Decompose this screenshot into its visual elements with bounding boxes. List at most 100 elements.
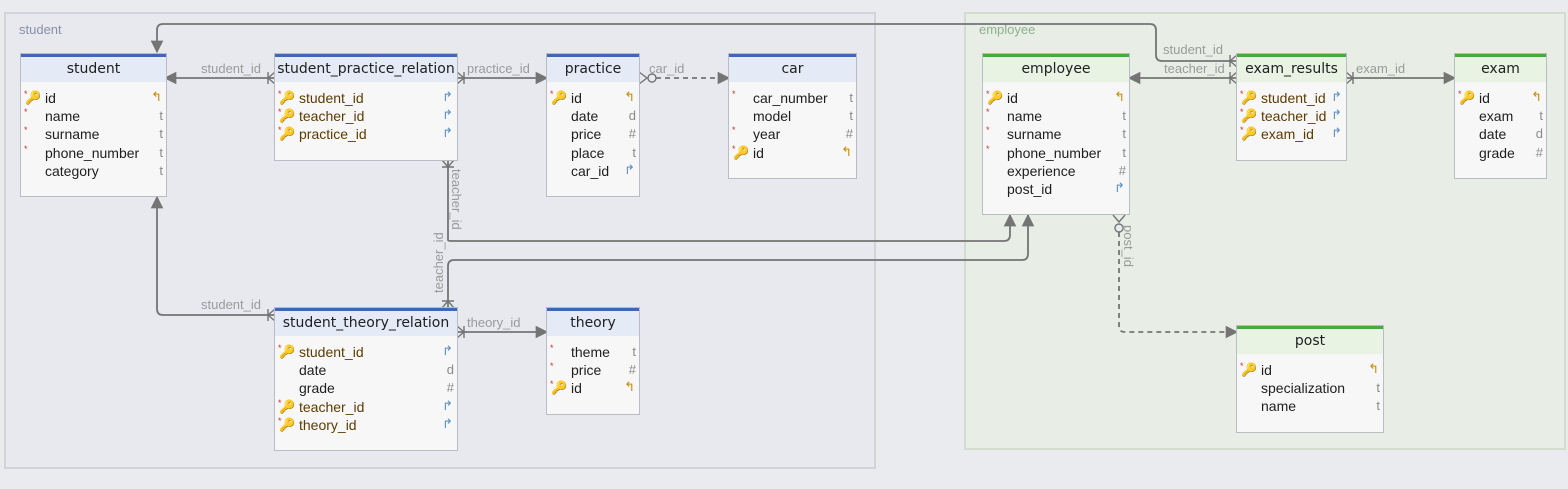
- column-row[interactable]: *🔑id↰: [983, 89, 1129, 107]
- type-indicator: d: [446, 362, 454, 378]
- column-name: year: [753, 126, 781, 143]
- column-row[interactable]: *🔑teacher_id↱: [275, 398, 457, 416]
- type-indicator: #: [1118, 162, 1126, 178]
- column-row[interactable]: *🔑id↰: [729, 144, 856, 162]
- foreign-key-ref-icon: ↱: [442, 89, 453, 104]
- key-icon: 🔑: [279, 90, 296, 105]
- column-name: surname: [45, 126, 100, 143]
- key-icon: 🔑: [551, 90, 568, 105]
- rel-label-exam-results-teacher: teacher_id: [1164, 61, 1225, 76]
- column-row[interactable]: *🔑id↰: [547, 89, 639, 107]
- key-icon: 🔑: [1241, 126, 1258, 142]
- column-row[interactable]: post_id↱: [983, 180, 1129, 198]
- foreign-key-ref-icon: ↱: [624, 161, 635, 177]
- column-row[interactable]: *🔑student_id↱: [275, 343, 457, 361]
- column-row[interactable]: *🔑id↰: [21, 89, 166, 107]
- column-name: id: [753, 144, 764, 161]
- required-marker-icon: *: [1240, 361, 1244, 371]
- column-name: teacher_id: [1261, 108, 1327, 125]
- column-name: category: [45, 162, 99, 179]
- rel-label-spr-student: student_id: [201, 61, 261, 76]
- table-str[interactable]: student_theory_relation*🔑student_id↱date…: [274, 307, 458, 451]
- column-name: model: [753, 108, 792, 125]
- foreign-key-ref-icon: ↱: [442, 107, 453, 123]
- column-row[interactable]: *year#: [729, 125, 856, 143]
- foreign-key-ref-icon: ↱: [442, 397, 453, 413]
- table-spr[interactable]: student_practice_relation*🔑student_id↱*🔑…: [274, 53, 458, 161]
- column-name: grade: [299, 380, 335, 397]
- column-name: id: [1479, 90, 1490, 106]
- type-indicator: t: [159, 162, 163, 178]
- type-indicator: t: [159, 144, 163, 160]
- column-row[interactable]: *🔑student_id↱: [1237, 89, 1346, 107]
- column-row[interactable]: *🔑teacher_id↱: [1237, 107, 1346, 125]
- foreign-key-ref-icon: ↱: [442, 415, 453, 431]
- column-row[interactable]: *🔑id↰: [1237, 361, 1383, 379]
- column-name: id: [571, 380, 582, 397]
- table-title: practice: [547, 54, 639, 82]
- type-indicator: #: [1535, 144, 1543, 160]
- column-row[interactable]: grade #: [275, 379, 457, 397]
- column-name: specialization: [1261, 380, 1346, 397]
- type-indicator: #: [446, 380, 454, 396]
- primary-key-ref-icon: ↰: [624, 89, 635, 104]
- table-exam-results[interactable]: exam_results*🔑student_id↱*🔑teacher_id↱*🔑…: [1236, 53, 1347, 161]
- group-label-student: student: [19, 22, 62, 37]
- column-row[interactable]: *🔑exam_id↱: [1237, 125, 1346, 143]
- key-icon: 🔑: [279, 126, 296, 142]
- column-row[interactable]: *🔑practice_id↱: [275, 125, 457, 143]
- column-row[interactable]: grade#: [1455, 144, 1546, 162]
- column-row[interactable]: *price#: [547, 361, 639, 379]
- column-name: theme: [571, 344, 610, 360]
- rel-label-exam-results-exam: exam_id: [1356, 61, 1405, 76]
- required-marker-icon: *: [24, 89, 28, 99]
- rel-label-str-theory: theory_id: [467, 315, 520, 330]
- required-marker-icon: *: [1458, 89, 1462, 99]
- column-name: exam_id: [1261, 126, 1314, 143]
- type-indicator: t: [849, 90, 853, 105]
- column-row[interactable]: category t: [21, 162, 166, 180]
- column-name: id: [1007, 90, 1018, 106]
- column-row[interactable]: car_id↱: [547, 162, 639, 180]
- type-indicator: t: [1376, 398, 1380, 414]
- column-row[interactable]: *🔑id↰: [547, 379, 639, 397]
- required-marker-icon: *: [732, 143, 736, 154]
- rel-str-employee: [447, 213, 1035, 308]
- required-marker-icon: *: [1240, 89, 1244, 99]
- rel-label-spr-teacher: teacher_id: [449, 169, 464, 230]
- type-indicator: #: [845, 126, 853, 142]
- column-row[interactable]: experience#: [983, 162, 1129, 180]
- column-row[interactable]: *🔑teacher_id↱: [275, 107, 457, 125]
- column-row[interactable]: *🔑theory_id↱: [275, 416, 457, 434]
- column-row[interactable]: *🔑id↰: [1455, 89, 1546, 107]
- table-title: student: [21, 54, 166, 82]
- column-row[interactable]: *🔑student_id↱: [275, 89, 457, 107]
- required-marker-icon: *: [986, 107, 990, 118]
- column-name: teacher_id: [299, 398, 365, 415]
- key-icon: 🔑: [1459, 90, 1476, 105]
- column-row[interactable]: price#: [547, 125, 639, 143]
